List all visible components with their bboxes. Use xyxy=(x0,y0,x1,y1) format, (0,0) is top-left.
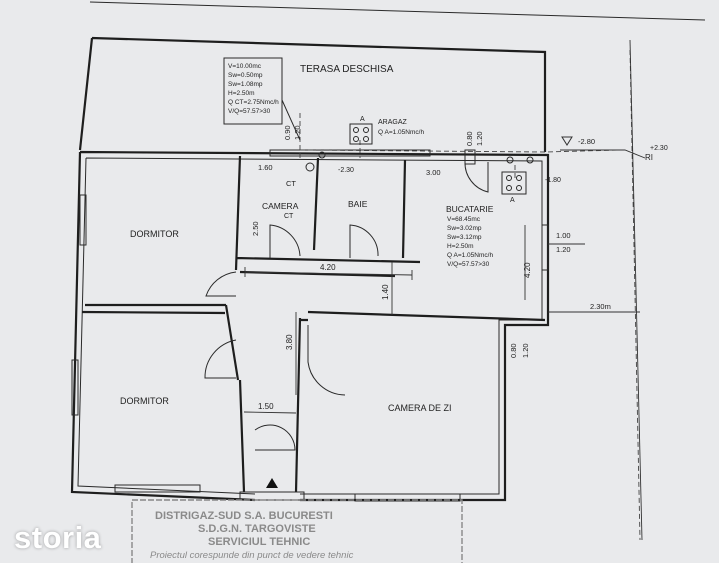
window-bedroom-top xyxy=(79,194,87,246)
kitchen-line-1: V=68.45mc xyxy=(447,216,481,223)
stamp-line-2: S.D.G.N. TARGOVISTE xyxy=(198,523,316,535)
dim-p230: +2.30 xyxy=(650,145,668,152)
stamp-line-3: SERVICIUL TEHNIC xyxy=(208,536,310,548)
ct-line-2: Sw=0.50mp xyxy=(228,72,263,79)
kitchen-line-3: Sw=3.12mp xyxy=(447,234,482,241)
camera-ct-mark: CT xyxy=(284,213,294,220)
dim-420v: 4.20 xyxy=(523,262,532,278)
level-marker-icon xyxy=(561,136,573,146)
bedroom-bottom-label: DORMITOR xyxy=(120,396,169,406)
terrace-outline xyxy=(78,36,547,152)
door-swing-entry xyxy=(254,424,296,451)
dim-230m: 2.30m xyxy=(590,302,611,311)
door-swing-bedroom xyxy=(204,339,237,379)
kitchen-line-6: V/Q=57.57>30 xyxy=(447,261,490,268)
paper-edge-line xyxy=(89,1,706,21)
dim-line-150 xyxy=(243,411,297,414)
dim-250: 2.50 xyxy=(251,221,260,236)
gas-pipe xyxy=(299,49,641,541)
kitchen-line-2: Sw=3.02mp xyxy=(447,225,482,232)
dim-140: 1.40 xyxy=(381,284,390,300)
exterior-wall xyxy=(70,150,550,502)
window-kitchen-right xyxy=(541,224,549,271)
ct-line-4: H=2.50m xyxy=(228,90,255,97)
ri-mark: RI xyxy=(645,153,653,162)
meter-icon xyxy=(464,149,476,165)
dim-120b: 1.20 xyxy=(475,131,484,146)
stove-mark: A xyxy=(360,116,365,123)
dim-ct: CT xyxy=(286,179,296,188)
door-swing-hall xyxy=(205,271,237,297)
ct-leader xyxy=(281,99,301,141)
dim-120d: 1.20 xyxy=(521,343,530,358)
door-swing-kitchen xyxy=(464,161,489,193)
bath-label: BAIE xyxy=(348,199,368,209)
kitchen-line-5: Q A=1.05Nmc/h xyxy=(447,252,493,259)
kitchen-line-4: H=2.50m xyxy=(447,243,474,250)
ct-line-5: Q CT=2.75Nmc/h xyxy=(228,99,279,106)
dim-m280: -2.80 xyxy=(578,137,595,146)
dim-420: 4.20 xyxy=(320,263,336,272)
interior-walls xyxy=(81,155,546,493)
stove-label: ARAGAZ xyxy=(378,119,408,126)
dim-120a: 1.20 xyxy=(293,125,302,140)
stamp-line-1: DISTRIGAZ-SUD S.A. BUCURESTI xyxy=(155,510,333,522)
ct-line-1: V=10.00mc xyxy=(228,63,262,70)
storia-watermark: storia xyxy=(14,520,102,555)
camera-label: CAMERA xyxy=(262,201,299,211)
dim-090: 0.90 xyxy=(283,125,292,140)
dim-m230: -2.30 xyxy=(338,167,354,174)
valve-icon xyxy=(526,156,534,164)
approval-stamp xyxy=(131,499,463,563)
living-label: CAMERA DE ZI xyxy=(388,403,452,413)
terrace-label: TERASA DESCHISA xyxy=(300,64,394,75)
kitchen-appliance-icon xyxy=(501,171,527,195)
dim-080: 0.80 xyxy=(465,131,474,146)
dim-line-420 xyxy=(244,267,413,280)
dim-100: 1.00 xyxy=(556,231,571,240)
dim-300: 3.00 xyxy=(426,168,441,177)
dim-m180: -1.80 xyxy=(545,177,561,184)
stove-flow: Q A=1.05Nmc/h xyxy=(378,129,424,136)
kitchen-label: BUCATARIE xyxy=(446,204,494,214)
ct-line-3: Sw=1.08mp xyxy=(228,81,263,88)
ct-spec-box xyxy=(223,57,283,125)
door-swing-bath xyxy=(349,224,379,258)
stamp-line-4: Proiectul corespunde din punct de vedere… xyxy=(150,550,354,561)
stove-icon xyxy=(349,123,373,145)
door-swing-camera xyxy=(269,224,301,258)
valve-icon xyxy=(318,151,326,159)
appliance-mark: A xyxy=(510,197,515,204)
dim-160: 1.60 xyxy=(258,163,273,172)
entry-arrow-icon xyxy=(266,478,278,488)
dim-line-ri xyxy=(560,149,646,159)
valve-icon xyxy=(305,162,315,172)
window-bedroom-bottom xyxy=(71,359,79,416)
dim-380: 3.80 xyxy=(285,334,294,350)
dim-150: 1.50 xyxy=(258,402,274,411)
dim-080b: 0.80 xyxy=(509,343,518,358)
valve-icon xyxy=(506,156,514,164)
window-bottom-right xyxy=(354,493,461,502)
ct-line-6: V/Q=57.57>30 xyxy=(228,108,271,115)
window-bottom-left xyxy=(114,484,201,493)
site-boundary xyxy=(629,39,643,541)
bedroom-top-label: DORMITOR xyxy=(130,229,179,239)
door-swing-living xyxy=(307,325,346,396)
dim-120c: 1.20 xyxy=(556,245,571,254)
